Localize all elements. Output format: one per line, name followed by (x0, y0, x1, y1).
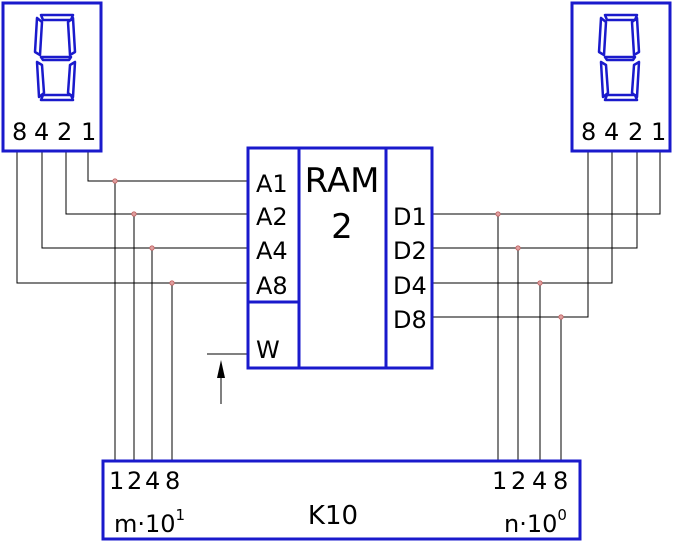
counter-box (101, 459, 582, 541)
left-weight-2: 2 (57, 118, 72, 146)
up-arrow-icon (217, 360, 225, 378)
left-weight-1: 1 (81, 118, 96, 146)
junction-dot (495, 211, 501, 217)
junction-dot (515, 245, 521, 251)
left-display: 8 4 2 1 (1, 1, 103, 153)
junction-dot (112, 178, 118, 184)
junction-dot (149, 245, 155, 251)
wire-left-2-a2 (65, 151, 248, 215)
pin-w: W (256, 336, 280, 364)
pin-a4: A4 (256, 237, 288, 265)
pin-d1: D1 (393, 203, 427, 231)
counter-right-weight-8: 8 (553, 467, 568, 495)
counter-right-weight-4: 4 (532, 467, 547, 495)
counter-left-weight-2: 2 (127, 467, 142, 495)
counter-right-label-base: n·10 (504, 510, 557, 538)
left-weight-8: 8 (12, 118, 27, 146)
wire-left-4-a4 (41, 151, 248, 249)
wire-d8-right-8 (432, 151, 589, 318)
wire-d2-right-2 (432, 151, 638, 249)
counter-left-label-base: m·10 (114, 510, 176, 538)
wire-left-8-a8 (16, 151, 248, 284)
wire-d1-right-1 (432, 151, 661, 215)
counter-k10: 1 2 4 8 1 2 4 8 K10 m·101 n·100 (101, 459, 582, 541)
ram-number: 2 (331, 207, 353, 247)
counter-left-label: m·101 (114, 506, 185, 538)
junction-dot (537, 280, 543, 286)
ram-title: RAM (305, 161, 380, 201)
pin-a1: A1 (256, 170, 288, 198)
counter-right-label: n·100 (504, 506, 567, 538)
counter-name: K10 (308, 501, 358, 531)
pin-a8: A8 (256, 272, 288, 300)
right-weight-2: 2 (628, 118, 643, 146)
counter-right-weight-1: 1 (492, 467, 507, 495)
ram-block: RAM 2 A1 A2 A4 A8 W D1 D2 D4 D8 (246, 146, 434, 370)
counter-right-label-exponent: 0 (557, 506, 567, 524)
left-weight-4: 4 (34, 118, 49, 146)
counter-left-weight-4: 4 (145, 467, 160, 495)
wire-left-1-a1 (87, 151, 248, 182)
pin-d8: D8 (393, 306, 427, 334)
junction-dot (558, 314, 564, 320)
junction-dot (131, 211, 137, 217)
seven-segment-icon (597, 13, 641, 102)
junction-dot (169, 280, 175, 286)
right-weight-1: 1 (651, 118, 666, 146)
counter-left-weight-8: 8 (165, 467, 180, 495)
pin-d2: D2 (393, 237, 427, 265)
counter-left-weight-1: 1 (109, 467, 124, 495)
right-display-box (570, 1, 672, 153)
pin-d4: D4 (393, 272, 427, 300)
junctions (112, 178, 564, 320)
right-weight-8: 8 (581, 118, 596, 146)
counter-left-label-exponent: 1 (176, 506, 186, 524)
right-weight-4: 4 (604, 118, 619, 146)
seven-segment-icon (33, 13, 77, 102)
right-display: 8 4 2 1 (570, 1, 672, 153)
wire-d4-right-4 (432, 151, 613, 284)
pin-a2: A2 (256, 203, 288, 231)
left-display-box (1, 1, 103, 153)
wires (16, 151, 661, 461)
counter-right-weight-2: 2 (511, 467, 526, 495)
ram-data-section (384, 146, 434, 370)
